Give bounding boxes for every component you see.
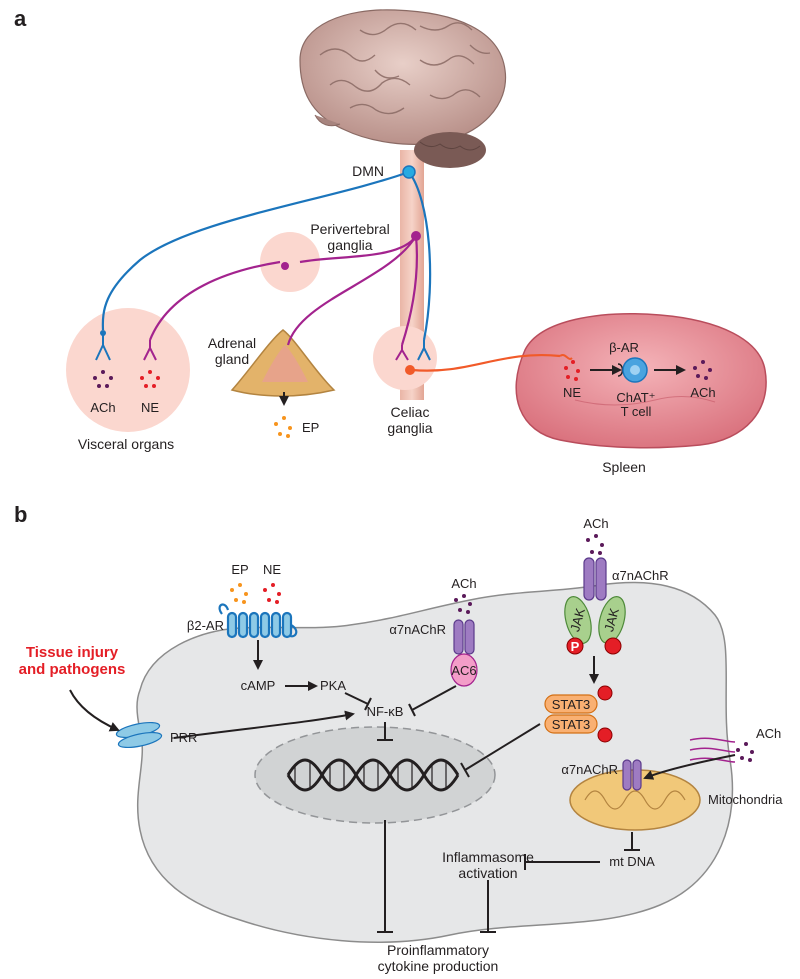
adrenal-label-line1: Adrenal	[208, 335, 256, 351]
dmn-node	[402, 165, 416, 179]
inflammasome-label-line1: Inflammasome	[442, 849, 534, 865]
ach-label-b3: ACh	[756, 726, 781, 741]
adrenal-gland	[230, 329, 336, 397]
jak-right-label: JAK	[601, 606, 622, 633]
sympathetic-to-visceral	[148, 260, 281, 341]
ach-label-spleen: ACh	[690, 385, 715, 400]
ne-label-b: NE	[263, 562, 281, 577]
dna-helix	[286, 758, 460, 792]
ach-dots-spleen	[693, 360, 712, 380]
ne-dots-b	[263, 583, 281, 604]
jak-left-label: JAK	[567, 606, 588, 633]
a7nachr-label-b2: α7nAChR	[612, 568, 669, 583]
ne-label-visceral: NE	[141, 400, 159, 415]
ac6-node	[450, 653, 478, 687]
mitochondria	[569, 759, 701, 831]
chat-label-line2: T cell	[621, 404, 652, 419]
nucleus	[254, 726, 496, 824]
camp-label: cAMP	[241, 678, 276, 693]
sympathetic-to-perivertebral	[299, 235, 417, 264]
visceral-organs-label: Visceral organs	[78, 436, 174, 452]
spleen-label: Spleen	[602, 459, 646, 475]
a7nachr-label-b3: α7nAChR	[561, 762, 618, 777]
ach-label-visceral: ACh	[90, 400, 115, 415]
nfkb-label: NF-κB	[367, 704, 404, 719]
beta-ar-label: β-AR	[609, 340, 639, 355]
ep-dots-b	[230, 583, 248, 604]
celiac-label-line2: ganglia	[387, 420, 432, 436]
b2ar-label: β2-AR	[187, 618, 224, 633]
stat3-label-b: STAT3	[552, 717, 591, 732]
ep-label-b: EP	[231, 562, 248, 577]
celiac-ganglia-circle	[373, 326, 437, 390]
inflammasome-label-line2: activation	[458, 865, 517, 881]
mtdna-label: mt DNA	[609, 854, 655, 869]
ach-label-b2: ACh	[583, 516, 608, 531]
ne-dots-visceral	[140, 370, 160, 388]
proinflammatory-label-line1: Proinflammatory	[387, 942, 489, 958]
a7nachr-label-b1: α7nAChR	[389, 622, 446, 637]
prr-receptor	[115, 721, 163, 749]
ep-label: EP	[302, 420, 319, 435]
perivertebral-ganglia-circle	[260, 232, 320, 292]
chat-label-line1: ChAT⁺	[616, 390, 655, 405]
stat3-label-a: STAT3	[552, 697, 591, 712]
splenic-nerve	[411, 354, 561, 372]
pka-label: PKA	[320, 678, 346, 693]
dmn-label: DMN	[352, 163, 384, 179]
ep-dots	[274, 416, 292, 438]
ach-dots-b3	[736, 742, 754, 762]
tissue-injury-label-line2: and pathogens	[19, 661, 126, 678]
phospho-label: P	[571, 639, 580, 654]
stat3-dimer	[544, 685, 613, 743]
tissue-injury-label-line1: Tissue injury	[26, 644, 119, 661]
beta2-ar-receptor	[218, 603, 298, 639]
cerebellum	[414, 132, 486, 168]
celiac-label-line1: Celiac	[391, 404, 430, 420]
brain-illustration	[299, 9, 507, 168]
vagal-nerve-visceral	[101, 170, 410, 331]
proinflammatory-label-line2: cytokine production	[378, 958, 499, 974]
ach-dots-b1	[454, 594, 472, 614]
ne-dots-spleen	[564, 360, 580, 381]
perivertebral-label-line2: ganglia	[327, 237, 372, 253]
a7nachr-ac6-receptor	[450, 619, 478, 687]
panel-b-label: b	[14, 502, 27, 527]
ach-dots-visceral	[93, 370, 113, 388]
visceral-organs-circle	[66, 308, 190, 432]
perivertebral-label-line1: Perivertebral	[310, 221, 389, 237]
adrenal-label-line2: gland	[215, 351, 249, 367]
panel-a-label: a	[14, 6, 27, 31]
prr-label: PRR	[170, 730, 197, 745]
vagal-nerve-celiac	[408, 171, 432, 341]
ach-dots-b2	[586, 534, 604, 555]
a7nachr-jak-receptor	[564, 557, 626, 655]
ac6-label: AC6	[451, 663, 476, 678]
sympathetic-to-celiac	[400, 235, 418, 346]
ach-label-b1: ACh	[451, 576, 476, 591]
mitochondria-label: Mitochondria	[708, 792, 783, 807]
ne-label-spleen: NE	[563, 385, 581, 400]
sympathetic-to-adrenal	[286, 235, 417, 346]
